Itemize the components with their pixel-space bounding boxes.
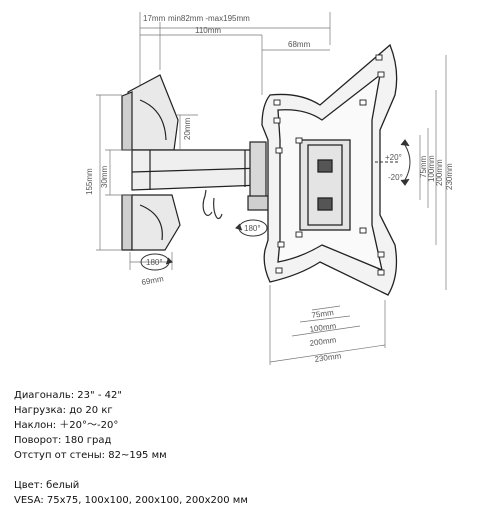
rotation-arrow-left-icon	[140, 253, 173, 271]
arm-dimension-lines	[96, 94, 198, 270]
dim-v100: 100mm	[427, 155, 436, 182]
swing-arm	[131, 141, 271, 211]
spec-diagonal: Диагональ: 23" - 42"	[14, 390, 122, 401]
dim-h75: 75mm	[311, 308, 335, 320]
spec-list: Диагональ: 23" - 42" Нагрузка: до 20 кг …	[14, 388, 314, 508]
tv-plate	[261, 43, 398, 296]
dim-17mm: 17mm	[143, 14, 166, 23]
dim-v230: 230mm	[445, 163, 454, 190]
dim-h230: 230mm	[314, 351, 342, 364]
spec-vesa: VESA: 75x75, 100x100, 200x100, 200x200 м…	[14, 495, 248, 506]
rotation-mid-label: 180°	[244, 224, 261, 233]
dim-30mm: 30mm	[100, 165, 109, 188]
tilt-up-label: +20°	[385, 153, 402, 162]
cable-clips	[202, 189, 223, 220]
wall-plate	[121, 74, 181, 251]
rotation-left-label: 180°	[146, 258, 163, 267]
spec-load: Нагрузка: до 20 кг	[14, 405, 113, 416]
dim-v200: 200mm	[435, 159, 444, 186]
rotation-arrow-mid-icon	[235, 219, 268, 237]
dim-68mm: 68mm	[288, 40, 311, 49]
dim-20mm: 20mm	[183, 117, 192, 140]
dim-155mm: 155mm	[85, 168, 94, 195]
dim-v75: 75mm	[419, 155, 428, 178]
dim-h100: 100mm	[309, 321, 337, 334]
spec-spacer	[14, 463, 314, 478]
dim-69mm: 69mm	[141, 274, 165, 287]
spec-tilt: Наклон: ＋20°〜-20°	[14, 420, 119, 431]
dim-h200: 200mm	[309, 335, 337, 348]
tilt-arrow-icon	[375, 139, 411, 186]
spec-offset: Отступ от стены: 82~195 мм	[14, 450, 167, 461]
dim-110mm: 110mm	[195, 26, 221, 35]
vertical-dimension-lines	[419, 55, 447, 290]
spec-color: Цвет: белый	[14, 480, 80, 491]
vesa-holes	[273, 54, 385, 276]
tilt-down-label: -20°	[388, 173, 403, 182]
horizontal-dimension-lines	[269, 285, 386, 365]
spec-rotation: Поворот: 180 град	[14, 435, 112, 446]
depth-range-label: min82mm -max195mm	[168, 14, 250, 23]
top-dimension-lines	[139, 12, 331, 95]
